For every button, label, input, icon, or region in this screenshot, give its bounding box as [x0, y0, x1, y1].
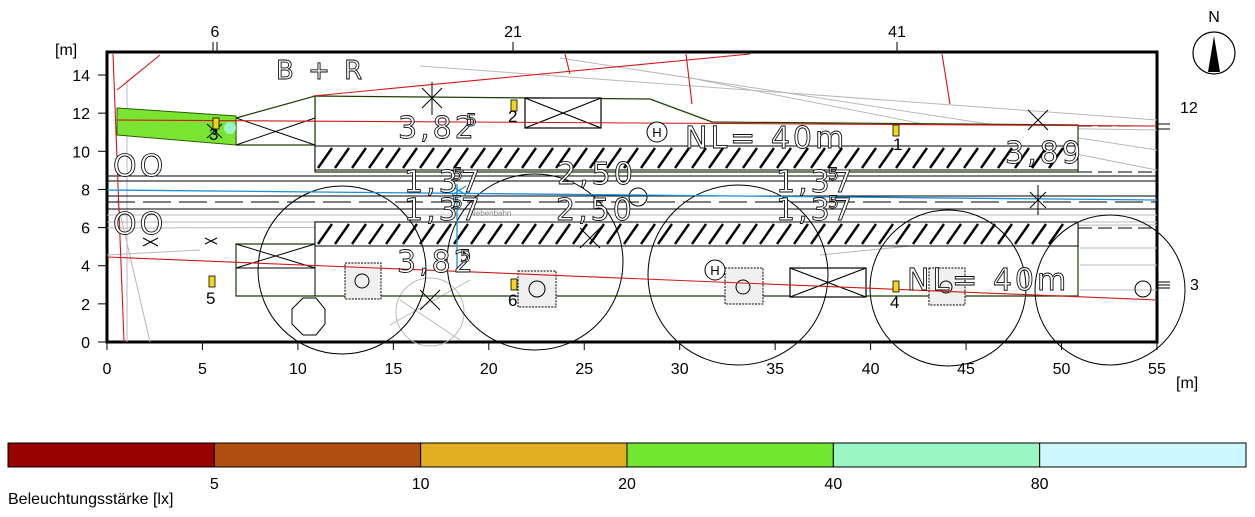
luminaire[interactable]: 5 [206, 275, 215, 308]
annotation-width-2: 1,37 [404, 193, 483, 228]
y-tick-label: 14 [72, 68, 90, 85]
x-tick-label: 15 [384, 361, 402, 378]
annotation-width-4-sup: 5 [828, 193, 839, 213]
foundation-boxes [344, 262, 966, 308]
annotation-width-4: 1,37 [776, 193, 855, 228]
y-tick-label: 0 [81, 335, 90, 352]
x-tick-label: 30 [671, 361, 689, 378]
x-tick-label: 0 [103, 361, 112, 378]
annotation-nl-lower: NL= 40m [907, 263, 1069, 298]
y-tick-label: 2 [81, 297, 90, 314]
top-marker: 41 [888, 24, 906, 41]
legend-swatch [626, 442, 834, 468]
luminaire-number: 2 [508, 107, 517, 126]
y-tick-label: 10 [72, 144, 90, 161]
annotation-width-3: 1,37 [776, 165, 855, 200]
octagon-shape [291, 297, 326, 336]
x-tick-label: 20 [480, 361, 498, 378]
hatch-band-upper [314, 145, 1079, 171]
luminaire[interactable]: 3 [209, 117, 220, 144]
luminaire[interactable]: 1 [892, 124, 902, 154]
right-markers: 12 3 [1157, 100, 1199, 294]
annotation-b-r: B + R [276, 56, 365, 86]
right-marker: 3 [1190, 277, 1199, 294]
cad-annotations: B + R 3,82 5 3,82 5 2,50 2,50 NL= 40m NL… [113, 56, 1084, 299]
compass-label: N [1208, 9, 1220, 26]
luminaire-number: 5 [206, 289, 215, 308]
x-tick-label: 10 [289, 361, 307, 378]
y-axis: 0 2 4 6 8 10 12 14 [72, 68, 107, 352]
annotation-oo-2: OO [113, 207, 166, 242]
x-tick-label: 35 [766, 361, 784, 378]
luminaire-number: 4 [890, 293, 899, 312]
x-axis: 0 5 10 15 20 25 30 35 40 45 50 55 [103, 342, 1166, 378]
x-tick-label: 50 [1053, 361, 1071, 378]
y-tick-label: 8 [81, 182, 90, 199]
illuminated-spot [224, 122, 236, 134]
annotation-height-1-sup: 5 [466, 111, 477, 131]
annotation-width-3-sup: 5 [828, 165, 839, 185]
h-symbol-upper: H [652, 125, 661, 140]
annotation-height-2: 3,82 [397, 245, 476, 280]
track-label: Nebenbahn [470, 209, 511, 218]
legend-swatch [1039, 442, 1247, 468]
h-symbol-lower: H [710, 263, 719, 278]
annotation-oo-1: OO [113, 149, 166, 184]
hatch-band-lower [314, 221, 1079, 247]
luminaire[interactable]: 6 [508, 278, 517, 310]
blue-lines [106, 184, 1158, 271]
x-axis-unit: [m] [1176, 375, 1198, 392]
luminaire[interactable]: 2 [508, 99, 517, 126]
legend-swatch [7, 442, 215, 468]
luminaires: 3 2 1 5 6 4 [206, 99, 902, 312]
annotation-depth-2: 2,50 [556, 193, 635, 228]
annotation-nl-upper: NL= 40m [685, 121, 847, 156]
top-marker: 21 [504, 24, 522, 41]
legend-tick-label: 20 [618, 476, 636, 493]
annotation-width-1-sup: 5 [452, 165, 463, 185]
foundation-circles [354, 273, 953, 298]
luminaire-number: 6 [508, 291, 517, 310]
annotation-edge: 3,89 [1005, 136, 1084, 171]
annotation-width-1: 1,37 [404, 165, 483, 200]
annotation-width-2-sup: 5 [452, 193, 463, 213]
legend-swatch [832, 442, 1041, 468]
legend-tick-label: 80 [1031, 476, 1049, 493]
x-tick-label: 45 [957, 361, 975, 378]
luminaire[interactable]: 4 [890, 280, 899, 312]
legend-tick-label: 5 [210, 476, 219, 493]
x-tick-label: 25 [575, 361, 593, 378]
legend-tick-label: 40 [824, 476, 842, 493]
x-tick-label: 5 [198, 361, 207, 378]
y-tick-label: 4 [81, 259, 90, 276]
annotation-height-1: 3,82 [398, 111, 477, 146]
legend-title: Beleuchtungsstärke [lx] [8, 491, 173, 508]
legend-tick-label: 10 [412, 476, 430, 493]
legend-swatch [213, 442, 422, 468]
right-marker: 12 [1180, 100, 1198, 117]
illuminated-zone [116, 107, 237, 146]
top-markers: 6 21 41 [211, 24, 906, 52]
north-arrow-icon [1208, 36, 1220, 72]
red-lines [106, 53, 1158, 343]
tree-circles [257, 173, 1186, 367]
y-axis-unit: [m] [55, 42, 77, 59]
annotation-height-2-sup: 5 [460, 247, 471, 267]
y-tick-label: 12 [72, 106, 90, 123]
track-lines [107, 125, 1157, 229]
x-tick-label: 40 [862, 361, 880, 378]
x-tick-label: 55 [1148, 361, 1166, 378]
luminaire-number: 1 [893, 135, 902, 154]
y-tick-label: 6 [81, 221, 90, 238]
illuminance-legend: 5 10 20 40 80 [7, 442, 1247, 493]
annotation-depth-1: 2,50 [557, 157, 636, 192]
luminaire-number: 3 [209, 125, 218, 144]
crosshair-marks [142, 82, 1049, 311]
top-marker: 6 [211, 24, 220, 41]
north-compass: N [1192, 9, 1236, 75]
legend-swatch [420, 442, 628, 468]
